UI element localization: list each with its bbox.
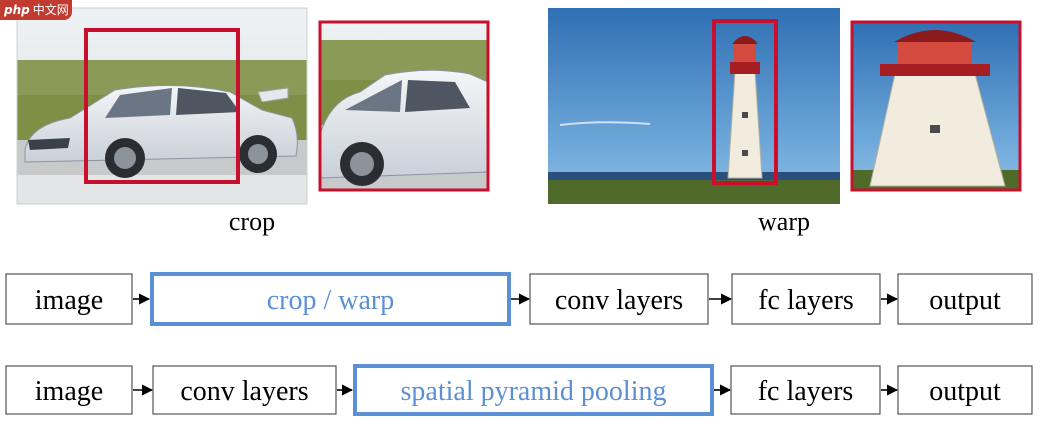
car-photo: [17, 8, 307, 204]
stage-label-5: output: [929, 376, 1001, 407]
stage-box-5: [897, 273, 1033, 325]
warped-lighthouse-photo: [852, 22, 1020, 190]
stage-box-2: [152, 365, 337, 415]
warp-region-frame: [712, 19, 778, 185]
car-photo-border: [16, 7, 308, 205]
stage-label-4: fc layers: [758, 285, 854, 316]
stage-box-1: [5, 365, 133, 415]
warped-frame: [850, 20, 1022, 192]
stage-box-4: [730, 365, 881, 415]
warp-caption: warp: [758, 207, 810, 236]
watermark-site: 中文网: [32, 3, 69, 17]
pipeline-top: image crop / warp conv layers fc layers outp…: [5, 272, 1033, 326]
stage-box-4: [731, 273, 881, 325]
crop-caption: crop: [229, 207, 275, 236]
car-shape: [24, 84, 298, 178]
cropped-frame: [318, 20, 490, 192]
lighthouse-photo: [548, 8, 840, 204]
stage-label-2: crop / warp: [267, 285, 395, 316]
stage-box-2: [150, 272, 511, 326]
stage-box-3: [529, 273, 709, 325]
pipeline-bottom: image conv layers spatial pyramid pooling f…: [5, 364, 1033, 416]
lighthouse-shape: [727, 36, 763, 179]
stage-label-3: spatial pyramid pooling: [401, 376, 667, 407]
crop-region-frame: [84, 28, 240, 184]
stage-box-5: [897, 365, 1033, 415]
cropped-car-photo: [320, 22, 488, 190]
stage-label-1: image: [35, 376, 103, 407]
stage-label-1: image: [35, 285, 103, 316]
watermark-brand: php: [4, 3, 30, 17]
stage-label-4: fc layers: [758, 376, 854, 407]
stage-label-3: conv layers: [555, 285, 683, 316]
stage-box-1: [5, 273, 133, 325]
stage-label-2: conv layers: [180, 376, 308, 407]
stage-label-5: output: [929, 285, 1001, 316]
stage-box-3: [353, 364, 714, 416]
